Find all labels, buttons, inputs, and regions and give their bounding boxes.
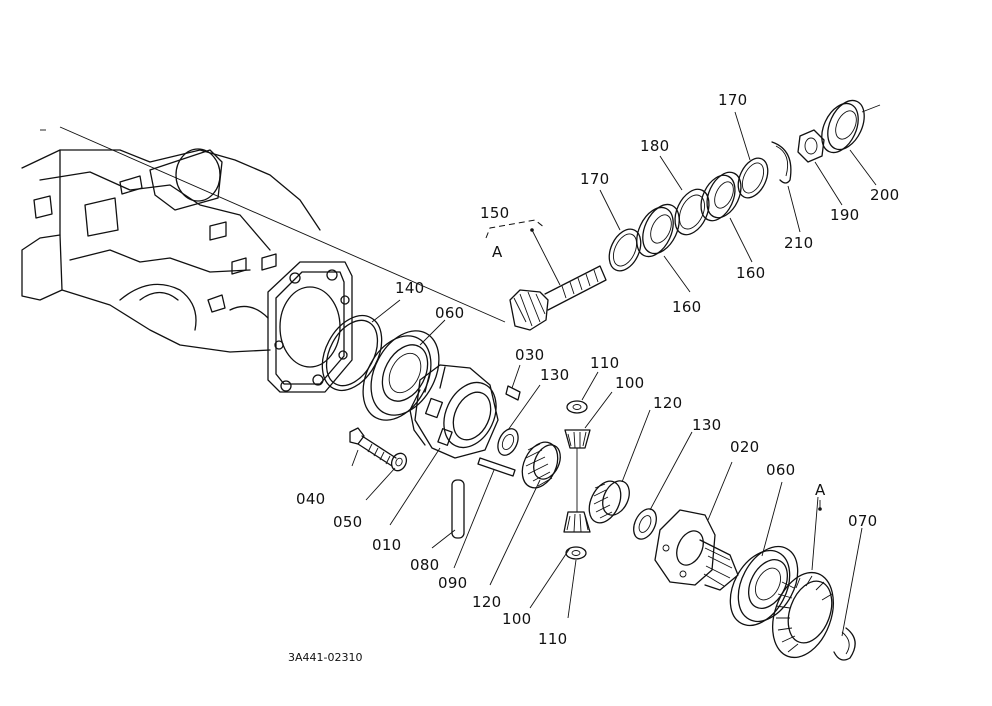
snap-ring-070 (833, 627, 856, 661)
label-200: 200 (870, 186, 900, 204)
side-gear-120-right (588, 480, 630, 524)
bevel-pinion-shaft-150 (509, 265, 607, 331)
spring-pin-090 (477, 457, 516, 477)
label-030: 030 (515, 346, 545, 364)
label-130-left: 130 (540, 366, 570, 384)
ring-gear (772, 571, 834, 659)
label-170-left: 170 (580, 170, 610, 188)
thrust-washer-130-right (633, 508, 657, 540)
leader-housing-top (59, 126, 506, 323)
leader-lines (351, 111, 877, 637)
label-080: 080 (410, 556, 440, 574)
lock-washer-050 (390, 452, 408, 472)
label-210: 210 (784, 234, 814, 252)
housing-flange (267, 261, 353, 393)
snap-ring-210 (771, 141, 792, 184)
drawing-code: 3A441-02310 (288, 651, 363, 664)
label-180: 180 (640, 137, 670, 155)
bearing-160-right (700, 171, 742, 222)
label-020: 020 (730, 438, 760, 456)
bracket-150 (485, 219, 546, 239)
label-050: 050 (333, 513, 363, 531)
label-090: 090 (438, 574, 468, 592)
label-190: 190 (830, 206, 860, 224)
label-110-top: 110 (590, 354, 620, 372)
ref-mark-a-pinion: A (492, 243, 503, 261)
pinion-shaft-080 (451, 479, 465, 539)
label-150: 150 (480, 204, 510, 222)
shim-170-right (737, 157, 769, 199)
bearing-160-left (636, 203, 680, 258)
label-110-bottom: 110 (538, 630, 568, 648)
label-130-right: 130 (692, 416, 722, 434)
bearing-060-left (362, 330, 440, 421)
pinion-gear-100-bottom (563, 511, 591, 533)
differential-case-010 (409, 364, 499, 459)
label-170-right: 170 (718, 91, 748, 109)
label-160-left: 160 (672, 298, 702, 316)
bolt-040 (349, 427, 397, 467)
label-140: 140 (395, 279, 425, 297)
shim-170-left (608, 228, 642, 272)
label-100-bottom: 100 (502, 610, 532, 628)
label-060-left: 060 (435, 304, 465, 322)
label-070: 070 (848, 512, 878, 530)
label-120-right: 120 (653, 394, 683, 412)
washer-110-bottom (565, 546, 587, 560)
label-120-left: 120 (472, 593, 502, 611)
side-gear-120-left (521, 441, 561, 489)
label-040: 040 (296, 490, 326, 508)
pinion-gear-100-top (564, 429, 591, 449)
ref-mark-a-ring-gear: A (815, 481, 826, 499)
thrust-washer-130-left (497, 428, 519, 456)
nut-190 (797, 129, 825, 163)
label-100-top: 100 (615, 374, 645, 392)
label-060-right: 060 (766, 461, 796, 479)
bearing-060-right (729, 545, 799, 627)
oil-seal-200 (821, 99, 865, 154)
washer-110-top (566, 400, 588, 414)
axle-housing (21, 129, 321, 353)
label-160-right: 160 (736, 264, 766, 282)
differential-cover-020 (654, 509, 739, 591)
label-010: 010 (372, 536, 402, 554)
pin-030 (505, 385, 521, 401)
